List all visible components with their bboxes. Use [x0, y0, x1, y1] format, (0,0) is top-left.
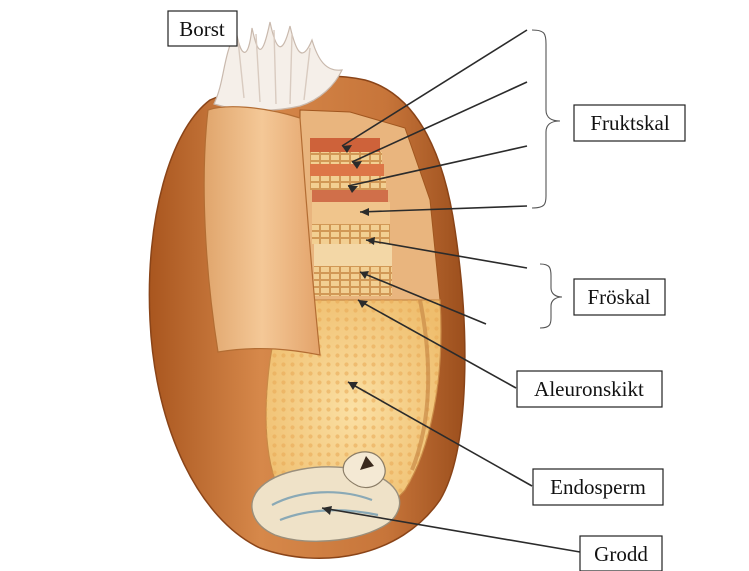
fruktskal-brace — [532, 30, 560, 208]
kernel-illustration — [149, 22, 464, 558]
label-aleuronskikt: Aleuronskikt — [517, 371, 662, 407]
label-endosperm: Endosperm — [533, 469, 663, 505]
label-grodd-text: Grodd — [594, 542, 648, 566]
label-borst: Borst — [168, 11, 237, 46]
braces — [532, 30, 562, 328]
label-fruktskal-text: Fruktskal — [590, 111, 670, 135]
label-borst-text: Borst — [179, 17, 225, 41]
label-grodd: Grodd — [580, 536, 662, 571]
label-froskal-text: Fröskal — [588, 285, 651, 309]
froskal-brace — [540, 264, 562, 328]
label-froskal: Fröskal — [574, 279, 665, 315]
label-aleuronskikt-text: Aleuronskikt — [534, 377, 644, 401]
label-endosperm-text: Endosperm — [550, 475, 646, 499]
label-fruktskal: Fruktskal — [574, 105, 685, 141]
